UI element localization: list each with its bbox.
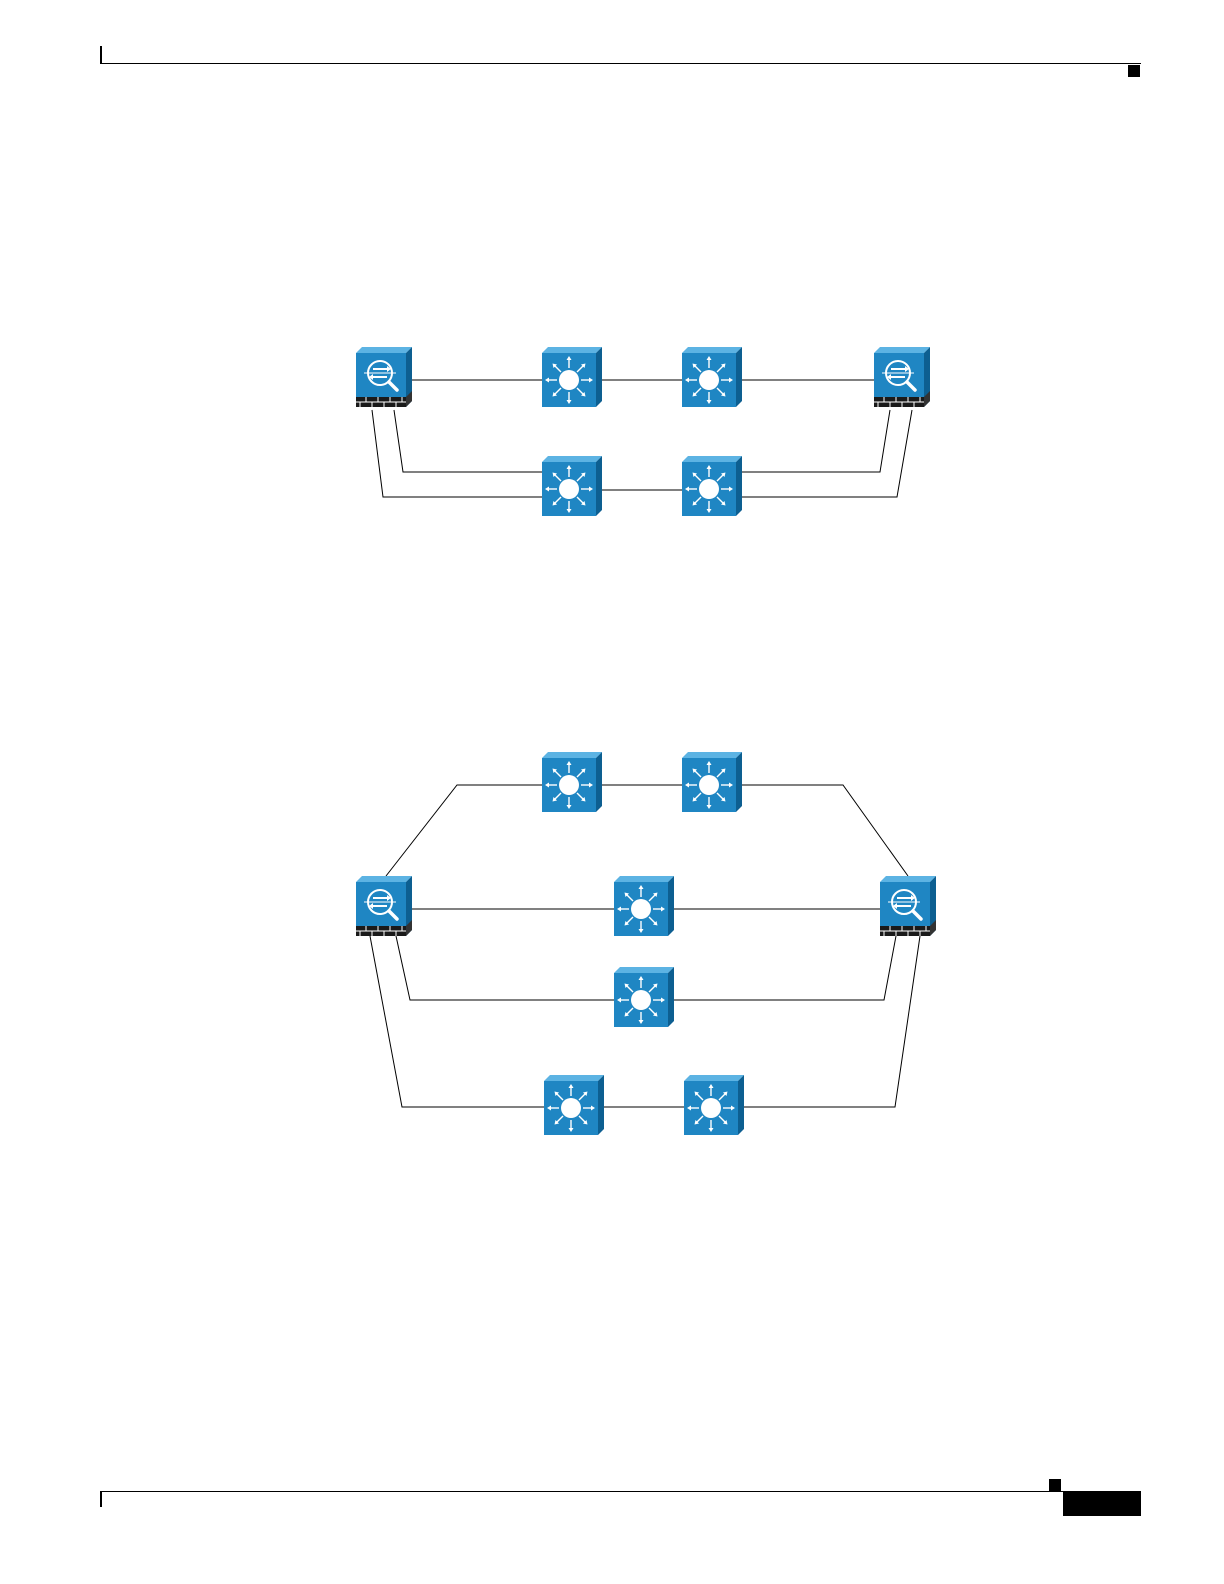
link-fw-left-to-switch-bottom-1-outer [372, 410, 542, 497]
switch-bottom-1-icon [542, 456, 602, 516]
switch-top-1-icon [542, 347, 602, 407]
link-switch-bottom-2-to-fw-right-outer [740, 410, 912, 497]
switch-d1-icon [544, 1075, 604, 1135]
link-switch-a2-to-fw-right [740, 785, 908, 876]
figure-top [356, 347, 930, 516]
link-fw-left-to-switch-a1 [386, 785, 542, 876]
figure-bottom [356, 752, 936, 1135]
switch-bottom-2-icon [682, 456, 742, 516]
switch-c-icon [614, 967, 674, 1027]
figure-top-links [372, 380, 912, 497]
figure-bottom-links [370, 785, 920, 1107]
switch-d2-icon [684, 1075, 744, 1135]
firewall-right-2-icon [880, 876, 936, 936]
switch-b-icon [614, 876, 674, 936]
switch-a2-icon [682, 752, 742, 812]
link-switch-bottom-2-to-fw-right-inner [740, 410, 890, 472]
firewall-left-1-icon [356, 347, 412, 407]
link-fw-left-to-switch-c [396, 936, 614, 1000]
link-switch-d2-to-fw-right [742, 936, 920, 1107]
switch-a1-icon [542, 752, 602, 812]
link-switch-c-to-fw-right [672, 936, 896, 1000]
link-fw-left-to-switch-d1 [370, 936, 544, 1107]
firewall-left-2-icon [356, 876, 412, 936]
link-fw-left-to-switch-bottom-1-inner [394, 410, 542, 472]
firewall-right-1-icon [874, 347, 930, 407]
switch-top-2-icon [682, 347, 742, 407]
